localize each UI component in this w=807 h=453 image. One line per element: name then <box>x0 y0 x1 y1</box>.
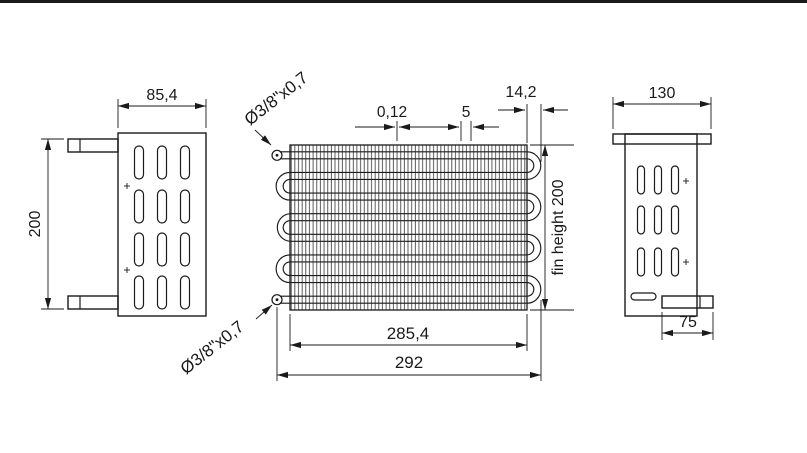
left-plate-center-marks <box>124 183 130 273</box>
dim-fin-height: fin height 200 <box>530 144 574 311</box>
dim-right-width: 130 <box>612 85 712 129</box>
end-offset-dim-label: 14,2 <box>505 84 536 101</box>
tube-end-connections <box>271 149 290 306</box>
tube-spec-bottom-label: Ø3/8"x0,7 <box>177 317 248 378</box>
page-top-border <box>0 0 807 3</box>
dim-overall-length: 292 <box>276 300 542 381</box>
fin-height-dim-label: fin height 200 <box>550 179 567 275</box>
right-width-dim-label: 130 <box>649 85 676 102</box>
left-side-view: 85,4 200 <box>27 87 207 317</box>
dim-fin-pitch: 5 <box>433 104 499 141</box>
left-width-dim-label: 85,4 <box>146 87 177 104</box>
outlet-tube-end <box>271 294 283 306</box>
coil-front-view: Ø3/8"x0,7 Ø3/8"x0,7 0,12 5 14,2 <box>177 68 574 381</box>
fin-pitch-dim-label: 5 <box>462 104 471 121</box>
right-bottom-bracket <box>661 295 714 309</box>
dim-end-offset: 14,2 <box>498 84 568 162</box>
tube-rows <box>290 151 527 304</box>
tube-spec-top-label: Ø3/8"x0,7 <box>241 68 312 129</box>
left-mounting-tabs <box>67 138 119 310</box>
right-bracket-dim-label: 75 <box>679 314 697 331</box>
right-side-view: 130 75 <box>612 85 714 340</box>
left-end-plate <box>117 132 207 317</box>
dim-fin-thickness: 0,12 <box>355 104 439 141</box>
dim-left-width: 85,4 <box>117 87 207 128</box>
dim-left-height: 200 <box>27 138 64 310</box>
dim-fin-length: 285,4 <box>289 314 528 351</box>
right-plate-center-marks <box>683 178 689 265</box>
fin-pack <box>289 144 528 311</box>
overall-length-dim-label: 292 <box>395 353 423 372</box>
inlet-tube-end <box>271 149 283 161</box>
fin-thickness-dim-label: 0,12 <box>377 104 407 121</box>
right-plate-slots <box>630 165 680 301</box>
right-return-bends <box>526 151 542 304</box>
left-plate-slots <box>133 145 191 310</box>
left-height-dim-label: 200 <box>27 211 44 238</box>
dim-right-bracket: 75 <box>661 312 714 340</box>
fin-length-dim-label: 285,4 <box>387 324 430 343</box>
left-return-bends <box>275 171 291 284</box>
right-top-flange <box>612 133 712 145</box>
tube-spec-callout-top: Ø3/8"x0,7 <box>241 68 312 146</box>
